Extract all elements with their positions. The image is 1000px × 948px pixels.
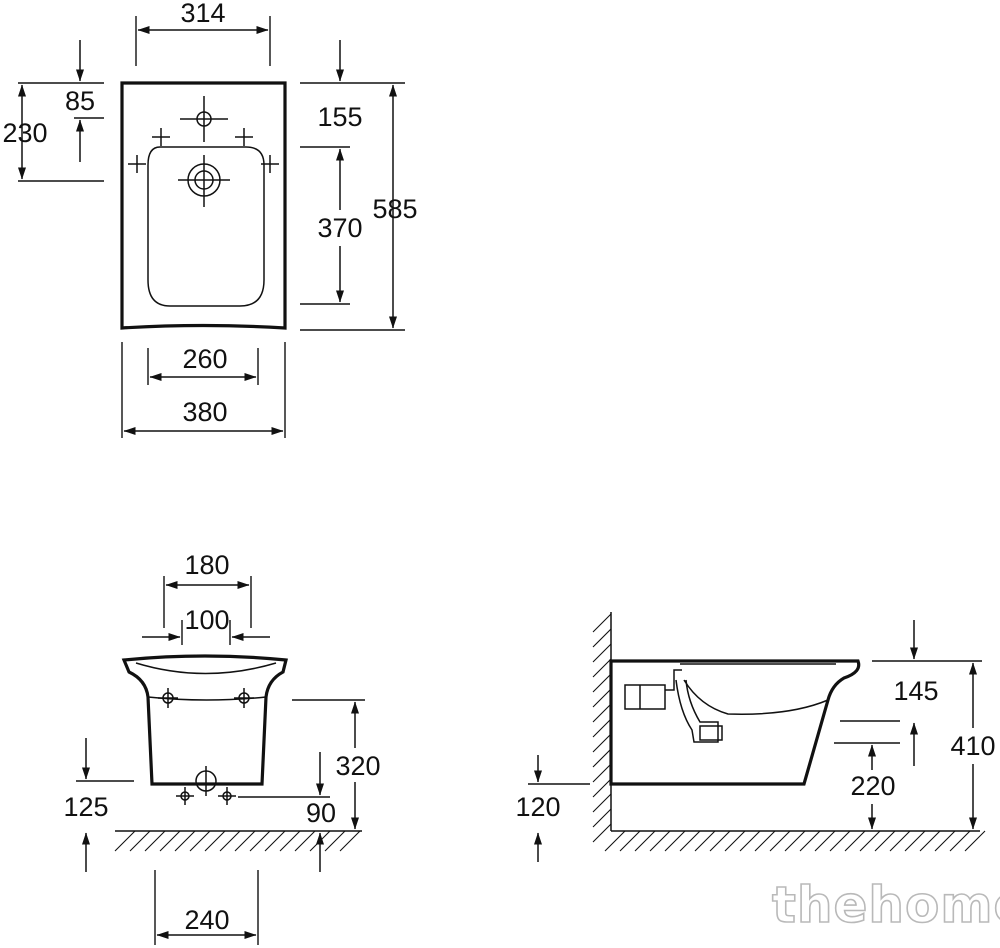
dim-145: 145 <box>893 676 938 706</box>
dim-100: 100 <box>184 605 229 635</box>
top-view: 314 85 230 155 370 585 260 380 <box>2 0 418 438</box>
dim-370: 370 <box>317 213 362 243</box>
dim-410: 410 <box>950 731 995 761</box>
watermark-logo: thehome <box>772 876 1000 934</box>
dim-125: 125 <box>63 792 108 822</box>
dim-220: 220 <box>850 771 895 801</box>
front-fixing-holes <box>158 688 254 708</box>
side-view-outline <box>609 659 861 786</box>
wall-hatch <box>592 613 612 843</box>
top-view-bowl <box>147 146 265 307</box>
top-view-outline <box>120 81 287 330</box>
dim-320: 320 <box>335 751 380 781</box>
dim-380: 380 <box>182 397 227 427</box>
side-view: 145 220 410 120 <box>515 612 1000 862</box>
floor-hatch <box>114 830 361 852</box>
dim-230: 230 <box>2 118 47 148</box>
dim-85: 85 <box>65 86 95 116</box>
front-view-outline <box>121 654 289 786</box>
dim-155: 155 <box>317 102 362 132</box>
dim-260: 260 <box>182 344 227 374</box>
drain-hole <box>178 155 230 207</box>
dim-240: 240 <box>184 905 229 935</box>
dim-314: 314 <box>180 0 225 28</box>
tap-hole <box>180 96 228 142</box>
side-fittings <box>624 669 723 743</box>
side-floor-hatch <box>604 830 986 852</box>
dim-90: 90 <box>306 798 336 828</box>
dim-120: 120 <box>515 792 560 822</box>
front-drain <box>176 766 236 805</box>
front-view: 180 100 320 90 125 240 <box>63 550 382 945</box>
dim-180: 180 <box>184 550 229 580</box>
fixing-hole-marks <box>128 128 279 173</box>
dim-585: 585 <box>372 194 417 224</box>
